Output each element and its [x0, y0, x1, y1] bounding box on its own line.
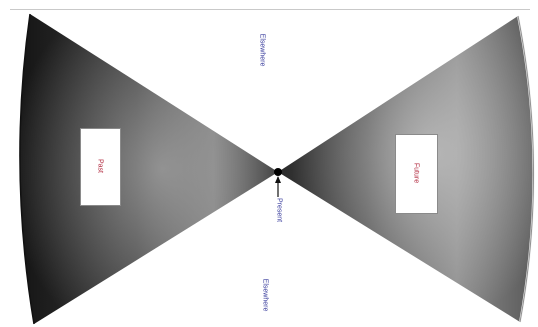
elsewhere-bottom-label: Elsewhere [262, 279, 269, 312]
present-arrow [275, 176, 281, 197]
present-label: Present [276, 198, 283, 222]
past-cone [20, 14, 278, 324]
future-label: Future [413, 163, 420, 183]
past-label: Past [97, 159, 104, 173]
elsewhere-top-label: Elsewhere [259, 34, 266, 67]
present-point [274, 168, 282, 176]
